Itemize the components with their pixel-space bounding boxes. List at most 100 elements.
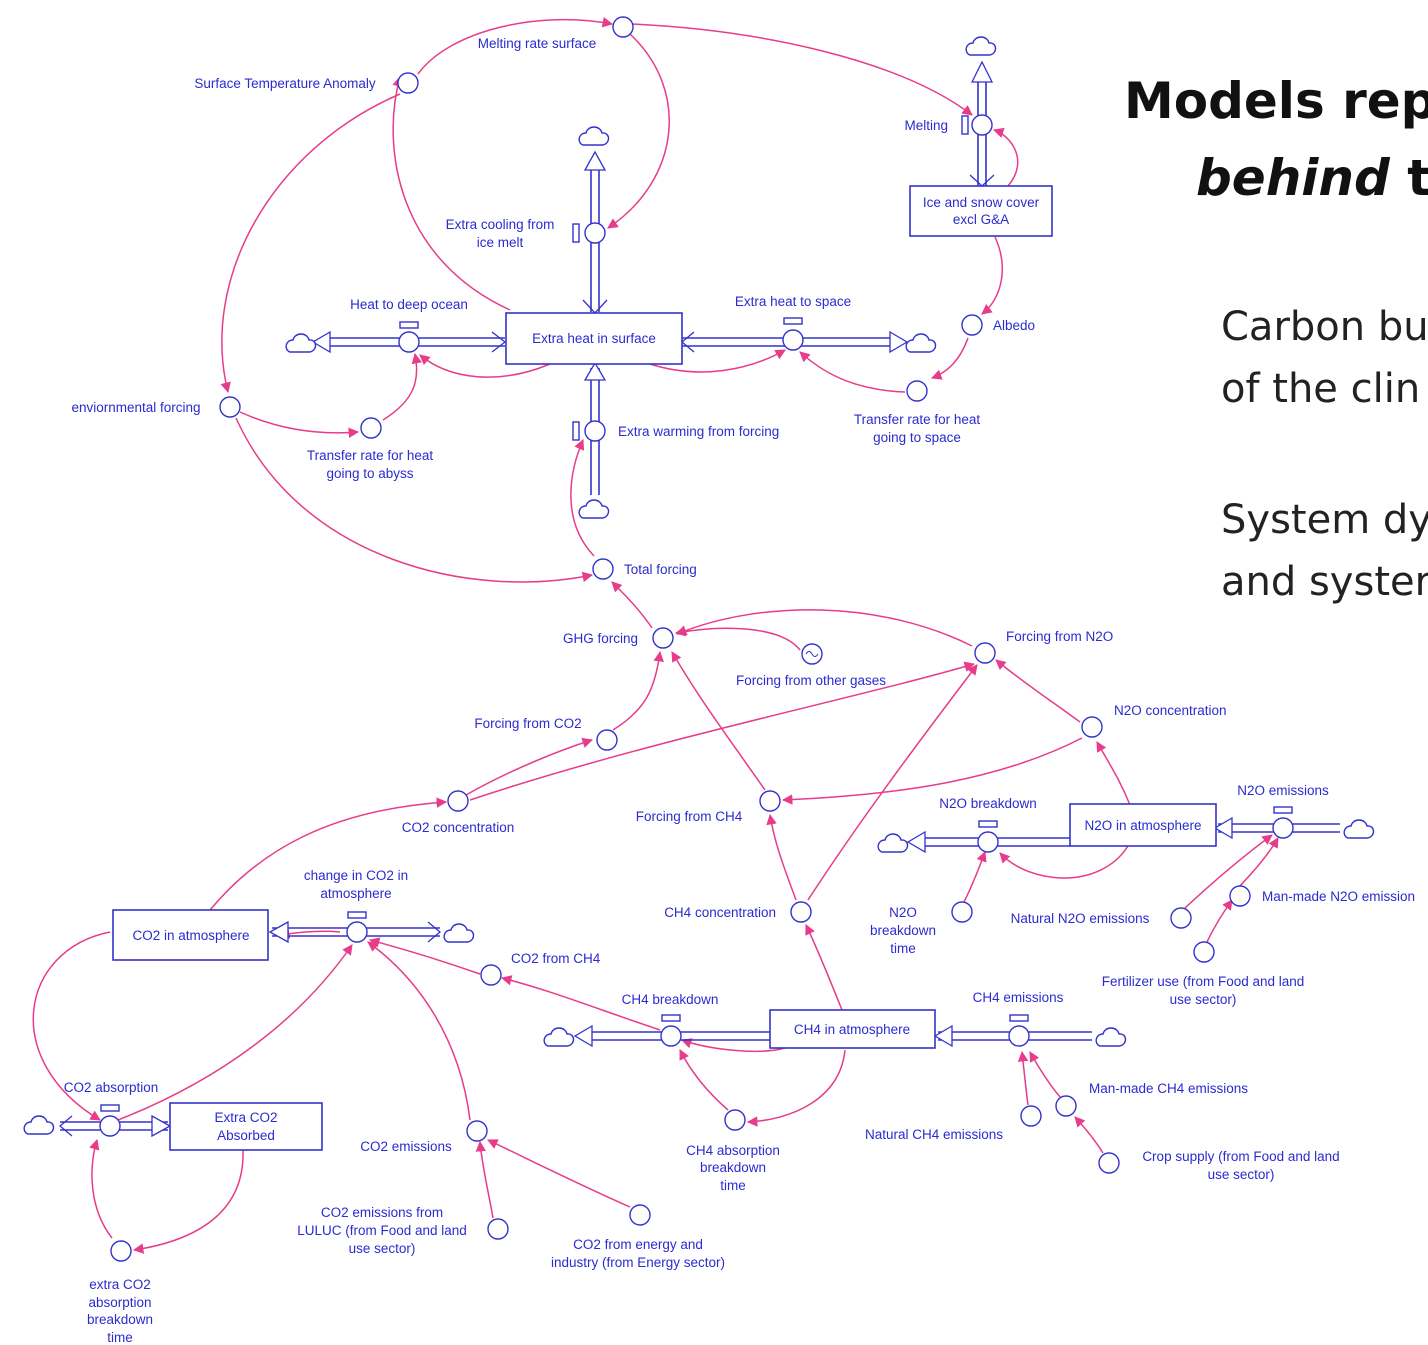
aux-fertilizer xyxy=(1193,941,1215,963)
link-n2o-time-to-n2o-breakdown xyxy=(963,851,987,903)
link-melting-rate-to-extra-cooling xyxy=(607,33,670,229)
aux-n2o-breakdown-time xyxy=(951,901,973,923)
link-co2-conc-to-forcing-co2 xyxy=(465,737,594,796)
valve-ch4-emissions xyxy=(1008,1025,1030,1047)
label-crop-1: Crop supply (from Food and land xyxy=(1142,1149,1339,1164)
valve-n2o-emissions xyxy=(1272,817,1294,839)
label-luluc-3: use sector) xyxy=(349,1241,416,1256)
label-n2o-concentration: N2O concentration xyxy=(1114,703,1227,718)
link-transfer-abyss-to-heat-deep-ocean xyxy=(382,352,422,421)
valves xyxy=(99,114,1294,1137)
valve-melting xyxy=(971,114,993,136)
label-transfer-abyss-1: Transfer rate for heat xyxy=(307,448,434,463)
label-natural-n2o: Natural N2O emissions xyxy=(1011,911,1150,926)
label-ch4-breakdown: CH4 breakdown xyxy=(622,992,719,1007)
link-albedo-to-transfer-space xyxy=(931,337,969,380)
link-ice-to-melting xyxy=(992,127,1019,187)
label-extra-cooling-1: Extra cooling from xyxy=(446,217,555,232)
label-n2o-emissions: N2O emissions xyxy=(1237,783,1329,798)
link-surface-temp-to-melting-rate xyxy=(417,17,614,75)
aux-albedo xyxy=(961,314,983,336)
link-forcing-co2-to-ghg xyxy=(612,650,664,731)
cloud-icon xyxy=(543,1027,575,1047)
label-natural-ch4: Natural CH4 emissions xyxy=(865,1127,1003,1142)
link-ch4-absorption-time-to-ch4-breakdown xyxy=(679,1049,729,1111)
link-ch4-conc-to-forcing-n2o xyxy=(807,664,978,901)
stock-extra-co2-absorbed xyxy=(169,1102,323,1151)
link-transfer-space-to-extra-heat-space xyxy=(799,351,906,393)
label-ice-2: excl G&A xyxy=(953,212,1009,227)
aux-manmade-n2o xyxy=(1229,885,1251,907)
label-ch4-emissions: CH4 emissions xyxy=(973,990,1064,1005)
aux-transfer-space xyxy=(906,380,928,402)
link-natural-n2o-to-n2o-emissions xyxy=(1184,834,1273,909)
aux-co2-from-ch4 xyxy=(480,964,502,986)
causal-links xyxy=(32,17,1279,1254)
label-n2o-atm: N2O in atmosphere xyxy=(1084,818,1201,833)
label-ch4-abs-3: time xyxy=(720,1178,746,1193)
label-extra-heat: Extra heat in surface xyxy=(532,331,656,346)
label-manmade-ch4: Man-made CH4 emissions xyxy=(1089,1081,1248,1096)
label-co2-atm: CO2 in atmosphere xyxy=(132,928,249,943)
link-co2-from-ch4-to-change-co2 xyxy=(368,937,481,975)
label-ch4-abs-2: breakdown xyxy=(700,1160,766,1175)
link-luluc-to-co2-emissions xyxy=(475,1140,494,1219)
label-forcing-co2: Forcing from CO2 xyxy=(474,716,581,731)
link-n2o-atm-to-n2o-breakdown xyxy=(999,845,1129,879)
label-transfer-space-2: going to space xyxy=(873,430,961,445)
label-energy-2: industry (from Energy sector) xyxy=(551,1255,725,1270)
label-heat-deep-ocean: Heat to deep ocean xyxy=(350,297,468,312)
slide-text: Models rep behind t Carbon bu of the cli… xyxy=(1124,72,1428,605)
aux-forcing-ch4 xyxy=(759,790,781,812)
valve-co2-absorption xyxy=(99,1115,121,1137)
label-extra-abs-4: time xyxy=(107,1330,133,1345)
label-n2o-time-2: breakdown xyxy=(870,923,936,938)
aux-ch4-concentration xyxy=(790,901,812,923)
label-forcing-other: Forcing from other gases xyxy=(736,673,886,688)
stock-co2-in-atmosphere xyxy=(112,909,269,961)
stock-n2o-in-atmosphere xyxy=(1069,803,1217,847)
label-extra-co2-1: Extra CO2 xyxy=(214,1110,277,1125)
label-melting-rate: Melting rate surface xyxy=(478,36,597,51)
link-extra-abs-time-to-co2-absorption xyxy=(89,1138,113,1239)
link-forcing-n2o-to-ghg xyxy=(676,609,973,647)
slide-title-line1: Models rep xyxy=(1124,72,1428,130)
cloud-icon xyxy=(443,923,475,943)
aux-co2-energy xyxy=(629,1204,651,1226)
cloud-icon xyxy=(1343,819,1375,839)
label-luluc-2: LULUC (from Food and land xyxy=(297,1223,467,1238)
slide-title-italic: behind xyxy=(1196,149,1391,207)
label-n2o-time-3: time xyxy=(890,941,916,956)
aux-forcing-n2o xyxy=(974,642,996,664)
link-env-forcing-to-total-forcing xyxy=(235,417,594,583)
label-co2-emissions: CO2 emissions xyxy=(360,1139,452,1154)
label-n2o-breakdown: N2O breakdown xyxy=(939,796,1037,811)
auxiliary-nodes xyxy=(110,16,1251,1262)
label-co2-absorption: CO2 absorption xyxy=(64,1080,159,1095)
slide-title-line2: behind t xyxy=(1196,149,1428,207)
label-forcing-ch4: Forcing from CH4 xyxy=(636,809,743,824)
cloud-icon xyxy=(285,333,317,353)
link-extra-heat-to-heat-deep-ocean xyxy=(419,354,551,378)
aux-ch4-absorption-time xyxy=(724,1109,746,1131)
label-crop-2: use sector) xyxy=(1208,1167,1275,1182)
label-co2-concentration: CO2 concentration xyxy=(402,820,515,835)
clouds xyxy=(23,36,1375,1135)
slide-bullet2-line1: System dy xyxy=(1221,497,1428,543)
label-ch4-abs-1: CH4 absorption xyxy=(686,1143,780,1158)
label-extra-cooling-2: ice melt xyxy=(477,235,524,250)
link-n2o-conc-to-forcing-n2o xyxy=(995,659,1081,723)
aux-forcing-co2 xyxy=(596,729,618,751)
aux-crop-supply xyxy=(1098,1152,1120,1174)
link-co2-atm-to-co2-conc xyxy=(209,797,448,911)
valve-extra-warming xyxy=(584,420,606,442)
link-manmade-n2o-to-n2o-emissions xyxy=(1237,837,1279,889)
label-luluc-1: CO2 emissions from xyxy=(321,1205,443,1220)
link-forcing-ch4-to-ghg xyxy=(671,651,766,791)
label-albedo: Albedo xyxy=(993,318,1035,333)
aux-melting-rate xyxy=(612,16,634,38)
label-transfer-space-1: Transfer rate for heat xyxy=(854,412,981,427)
link-manmade-ch4-to-ch4-emissions xyxy=(1029,1051,1061,1098)
link-n2o-atm-to-n2o-conc xyxy=(1096,741,1131,806)
